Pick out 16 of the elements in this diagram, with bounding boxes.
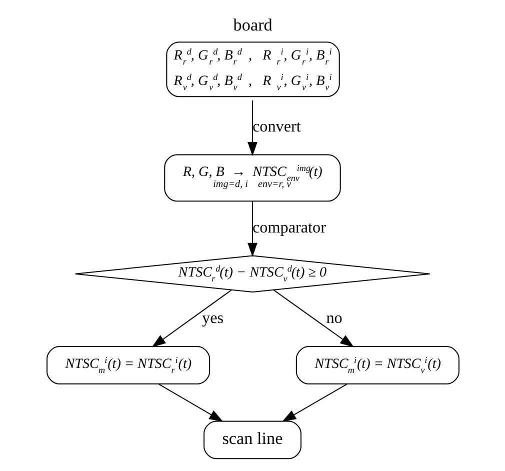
- node-label: board: [232, 16, 272, 35]
- edge-label: no: [326, 310, 342, 328]
- edge-label: comparator: [252, 219, 326, 236]
- arrow: [272, 290, 354, 348]
- node-box: NTSC$_{m}$$^{i}$(t) = NTSC$_{r}$$^{i}$(t): [46, 346, 210, 384]
- arrow: [281, 384, 347, 422]
- edge-label: yes: [202, 310, 224, 328]
- arrow: [247, 201, 257, 257]
- arrow: [247, 100, 257, 156]
- node-diamond: NTSC$_{r}$$^{d}$(t) − NTSC$_{v}$$^{d}$(t) ≥ 0: [74, 255, 430, 293]
- node-box: NTSC$_{m}$$^{i}$(t) = NTSC$_{v}$$^{i}$(t): [295, 346, 459, 384]
- arrow: [158, 384, 223, 422]
- node-box: R, G, B → NTSC$_{env}$$^{img}$(t) img=d, i env=r, v: [164, 154, 340, 202]
- node-box: scan line: [203, 420, 301, 460]
- edge-label: convert: [252, 118, 300, 136]
- arrow: [151, 290, 232, 348]
